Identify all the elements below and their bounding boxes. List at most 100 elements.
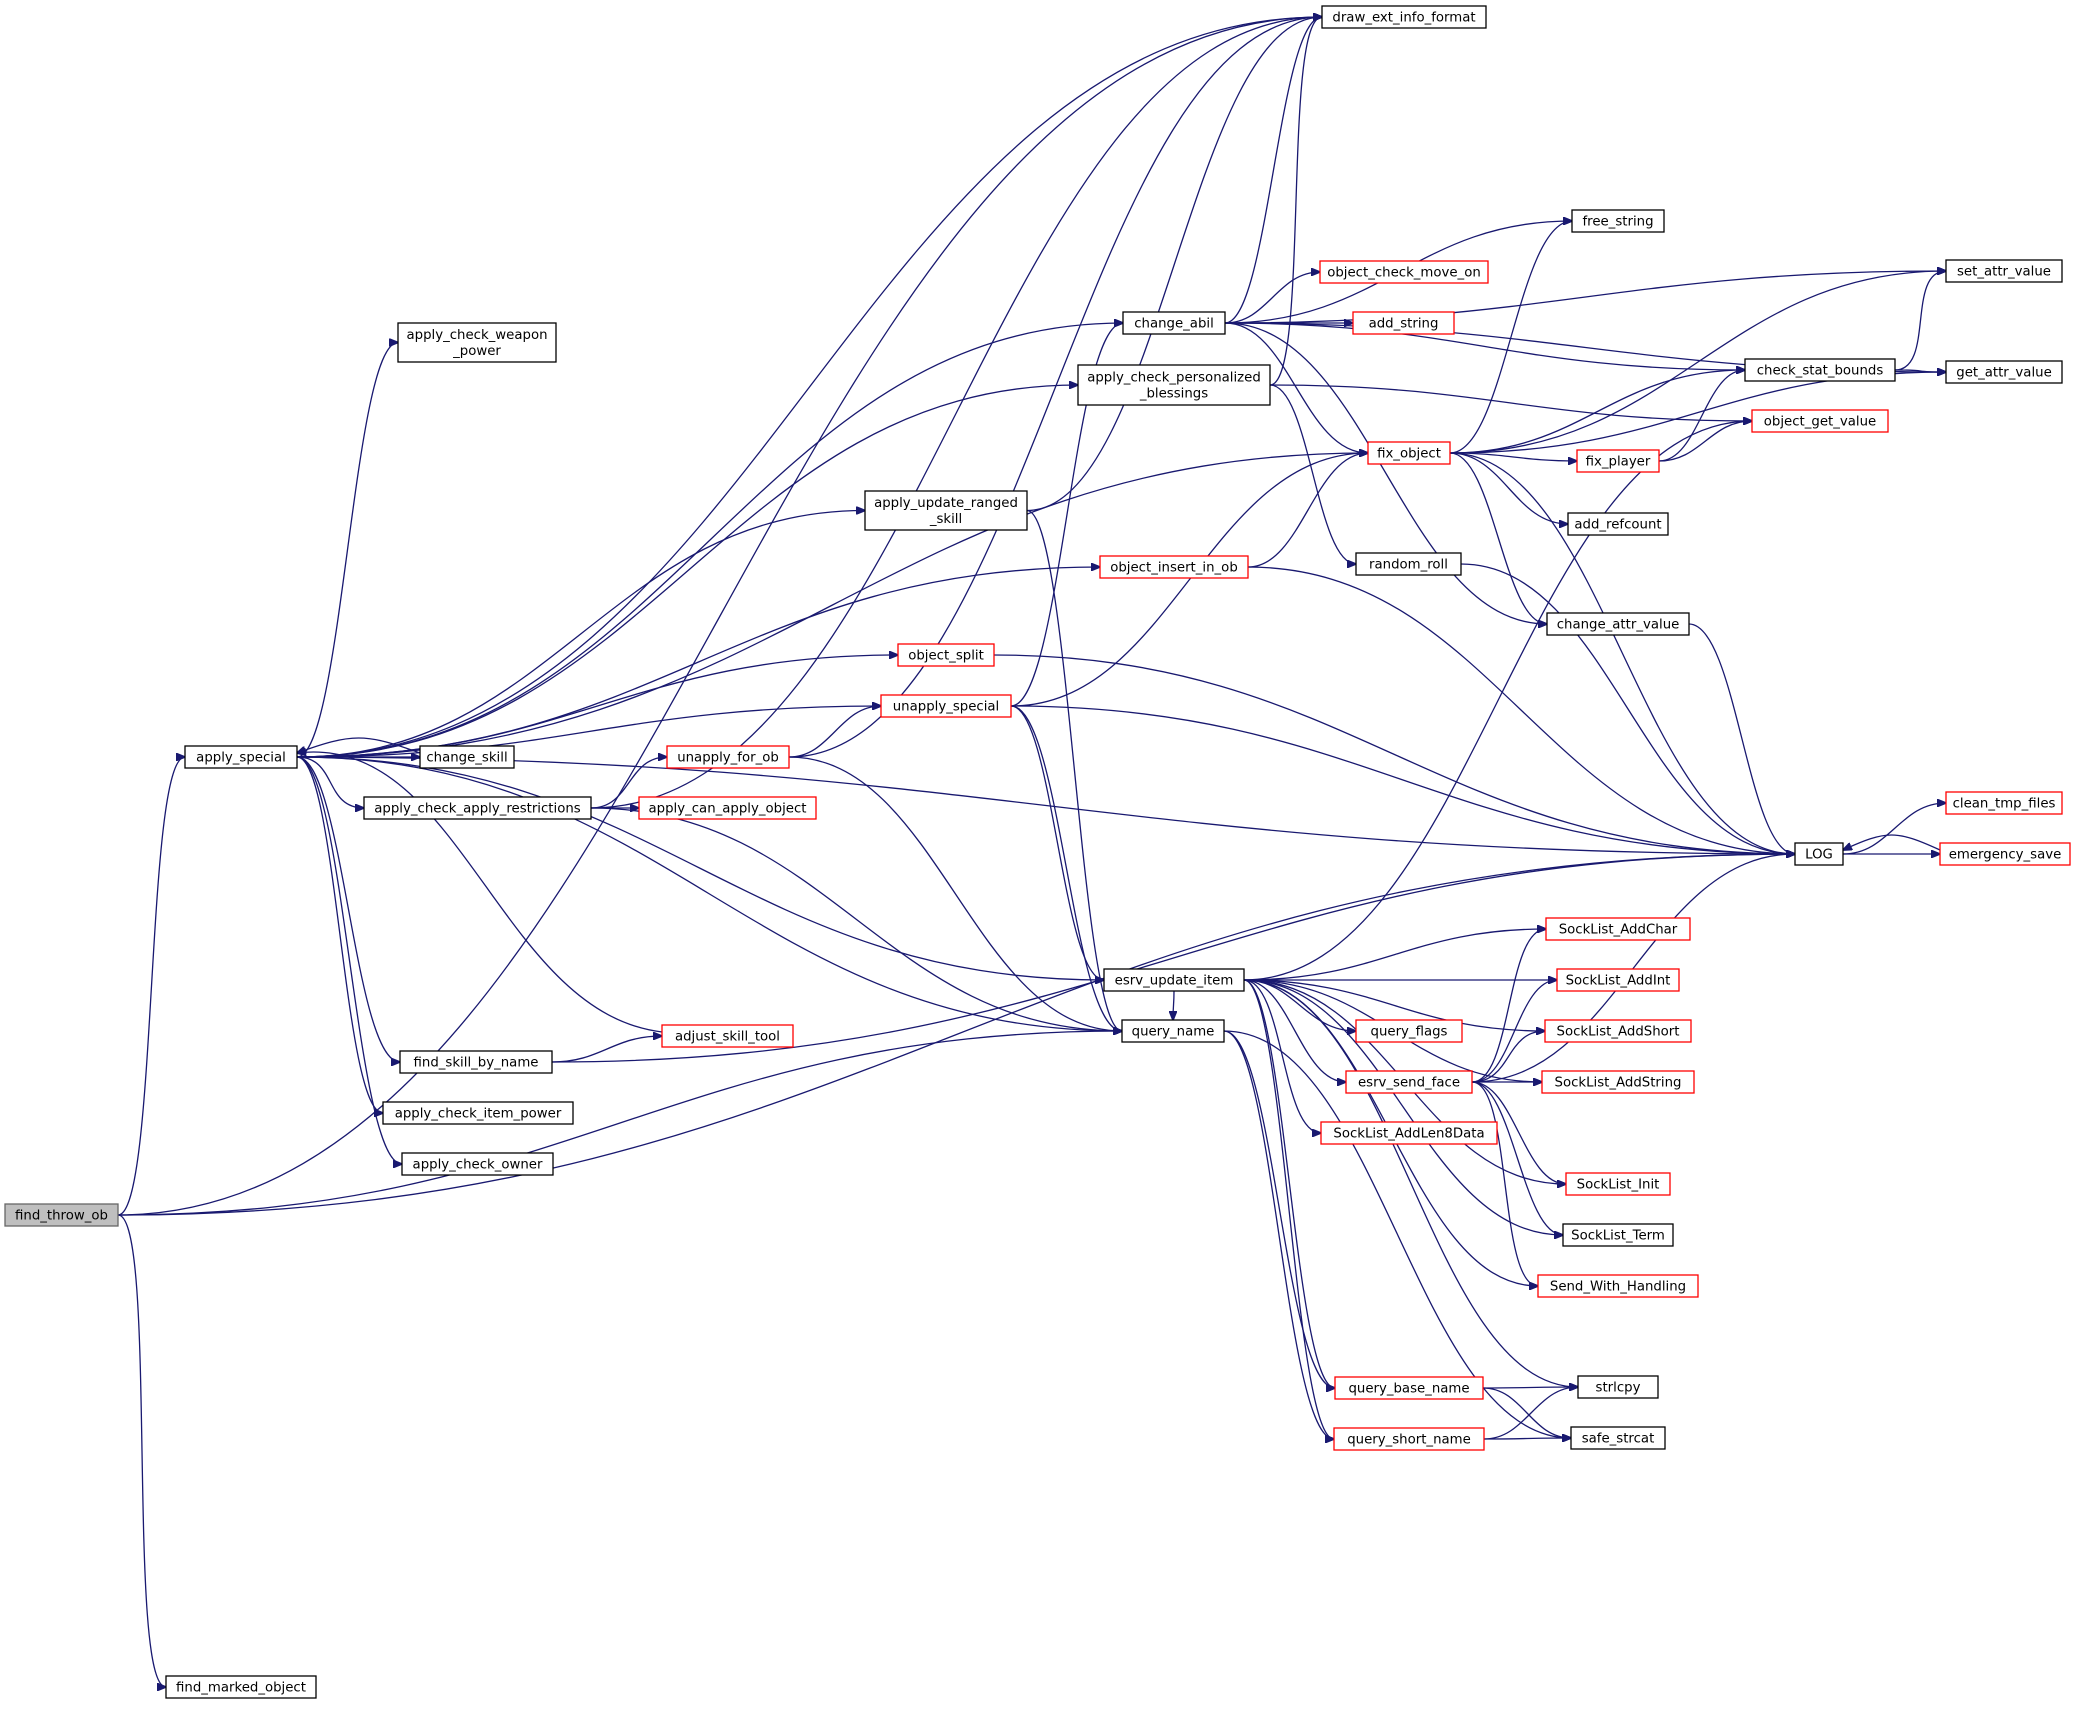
node-change_attr_value[interactable]: change_attr_value xyxy=(1546,612,1690,636)
edge-apply_check_apply_restrictions-to-draw_ext_info_format xyxy=(590,17,1322,809)
node-fix_object[interactable]: fix_object xyxy=(1367,441,1451,465)
edge-object_insert_in_ob-to-fix_object xyxy=(1247,453,1368,568)
edge-apply_special-to-apply_check_weapon_power xyxy=(296,343,398,758)
node-apply_check_apply_restrictions[interactable]: apply_check_apply_restrictions xyxy=(363,796,592,820)
node-box xyxy=(1355,552,1462,576)
node-apply_check_owner[interactable]: apply_check_owner xyxy=(401,1152,554,1176)
edge-unapply_special-to-esrv_update_item xyxy=(1010,705,1104,980)
node-apply_check_personalized_blessings[interactable]: apply_check_personalized_blessings xyxy=(1077,364,1271,406)
node-add_string[interactable]: add_string xyxy=(1352,311,1455,335)
node-label: object_check_move_on xyxy=(1327,266,1481,281)
node-query_base_name[interactable]: query_base_name xyxy=(1334,1376,1484,1400)
node-label: safe_strcat xyxy=(1582,1432,1655,1447)
node-box xyxy=(1546,612,1690,636)
node-query_name[interactable]: query_name xyxy=(1121,1019,1225,1043)
node-query_flags[interactable]: query_flags xyxy=(1355,1019,1463,1043)
edge-change_abil-to-object_check_move_on xyxy=(1224,272,1320,324)
node-change_abil[interactable]: change_abil xyxy=(1122,311,1226,335)
node-add_refcount[interactable]: add_refcount xyxy=(1567,512,1669,536)
edge-check_stat_bounds-to-set_attr_value xyxy=(1894,271,1946,371)
node-strlcpy[interactable]: strlcpy xyxy=(1577,1375,1659,1399)
node-esrv_update_item[interactable]: esrv_update_item xyxy=(1103,968,1245,992)
node-apply_check_weapon_power[interactable]: apply_check_weapon_power xyxy=(397,322,557,363)
node-random_roll[interactable]: random_roll xyxy=(1355,552,1462,576)
node-check_stat_bounds[interactable]: check_stat_bounds xyxy=(1744,358,1896,382)
edge-find_throw_ob-to-LOG xyxy=(117,854,1795,1216)
edge-esrv_update_item-to-SockList_Term xyxy=(1243,979,1563,1235)
node-esrv_send_face[interactable]: esrv_send_face xyxy=(1345,1070,1473,1094)
node-SockList_Init[interactable]: SockList_Init xyxy=(1565,1172,1671,1196)
edge-fix_object-to-free_string xyxy=(1449,221,1572,454)
node-label: apply_check_owner xyxy=(413,1158,543,1173)
node-find_marked_object[interactable]: find_marked_object xyxy=(165,1675,317,1699)
node-apply_special[interactable]: apply_special xyxy=(184,745,298,769)
node-box xyxy=(184,745,298,769)
edge-apply_special-to-apply_check_item_power xyxy=(296,756,383,1113)
edge-apply_check_personalized_blessings-to-random_roll xyxy=(1269,384,1356,564)
node-emergency_save[interactable]: emergency_save xyxy=(1939,842,2071,866)
node-box xyxy=(1103,968,1245,992)
nodes-layer: find_throw_ob apply_special find_marked_ob… xyxy=(4,5,2071,1699)
node-label: SockList_AddString xyxy=(1555,1076,1682,1091)
edge-fix_player-to-check_stat_bounds xyxy=(1658,370,1745,462)
node-get_attr_value[interactable]: get_attr_value xyxy=(1945,360,2063,384)
edge-change_attr_value-to-LOG xyxy=(1688,623,1795,854)
node-box xyxy=(1320,1121,1498,1145)
node-label: random_roll xyxy=(1369,558,1448,573)
node-label: apply_update_ranged xyxy=(874,496,1018,511)
node-box xyxy=(661,1024,794,1048)
edge-apply_check_personalized_blessings-to-draw_ext_info_format xyxy=(1269,17,1322,386)
node-box xyxy=(880,694,1012,718)
node-object_split[interactable]: object_split xyxy=(897,643,995,667)
node-Send_With_Handling[interactable]: Send_With_Handling xyxy=(1537,1274,1699,1298)
node-clean_tmp_files[interactable]: clean_tmp_files xyxy=(1945,791,2063,815)
edge-esrv_update_item-to-strlcpy xyxy=(1243,979,1578,1387)
node-LOG[interactable]: LOG xyxy=(1794,842,1844,866)
node-object_insert_in_ob[interactable]: object_insert_in_ob xyxy=(1099,555,1249,579)
node-set_attr_value[interactable]: set_attr_value xyxy=(1945,259,2063,283)
edge-apply_special-to-query_name xyxy=(296,756,1122,1031)
node-change_skill[interactable]: change_skill xyxy=(419,745,515,769)
node-box xyxy=(1571,209,1665,233)
node-label: _power xyxy=(452,344,501,359)
edge-apply_check_apply_restrictions-to-unapply_for_ob xyxy=(590,757,667,809)
node-box xyxy=(399,1050,553,1074)
node-SockList_AddShort[interactable]: SockList_AddShort xyxy=(1544,1019,1692,1043)
node-box xyxy=(864,490,1028,531)
node-find_skill_by_name[interactable]: find_skill_by_name xyxy=(399,1050,553,1074)
node-label: unapply_special xyxy=(893,700,1000,715)
node-apply_can_apply_object[interactable]: apply_can_apply_object xyxy=(638,796,817,820)
edge-esrv_update_item-to-SockList_AddChar xyxy=(1243,929,1546,981)
node-unapply_special[interactable]: unapply_special xyxy=(880,694,1012,718)
edge-change_abil-to-change_attr_value xyxy=(1224,322,1547,624)
node-label: free_string xyxy=(1582,215,1653,230)
edge-apply_special-to-apply_update_ranged_skill xyxy=(296,511,865,758)
node-SockList_Term[interactable]: SockList_Term xyxy=(1562,1223,1674,1247)
node-box xyxy=(1570,1426,1666,1450)
node-adjust_skill_tool[interactable]: adjust_skill_tool xyxy=(661,1024,794,1048)
node-object_check_move_on[interactable]: object_check_move_on xyxy=(1319,260,1489,284)
edge-query_name-to-query_base_name xyxy=(1223,1030,1335,1388)
node-label: strlcpy xyxy=(1596,1381,1641,1396)
node-label: adjust_skill_tool xyxy=(675,1030,780,1045)
node-box xyxy=(401,1152,554,1176)
node-apply_check_item_power[interactable]: apply_check_item_power xyxy=(382,1101,574,1125)
node-draw_ext_info_format[interactable]: draw_ext_info_format xyxy=(1321,5,1487,29)
node-SockList_AddChar[interactable]: SockList_AddChar xyxy=(1545,917,1691,941)
node-safe_strcat[interactable]: safe_strcat xyxy=(1570,1426,1666,1450)
node-query_short_name[interactable]: query_short_name xyxy=(1333,1427,1485,1451)
node-apply_update_ranged_skill[interactable]: apply_update_ranged_skill xyxy=(864,490,1028,531)
node-object_get_value[interactable]: object_get_value xyxy=(1751,409,1889,433)
node-SockList_AddLen8Data[interactable]: SockList_AddLen8Data xyxy=(1320,1121,1498,1145)
edge-esrv_send_face-to-LOG xyxy=(1471,854,1795,1083)
edge-LOG-to-clean_tmp_files xyxy=(1842,803,1946,855)
node-find_throw_ob[interactable]: find_throw_ob xyxy=(4,1203,119,1227)
node-SockList_AddString[interactable]: SockList_AddString xyxy=(1541,1070,1695,1094)
node-box xyxy=(897,643,995,667)
node-SockList_AddInt[interactable]: SockList_AddInt xyxy=(1556,968,1680,992)
node-label: Send_With_Handling xyxy=(1550,1280,1686,1295)
node-unapply_for_ob[interactable]: unapply_for_ob xyxy=(666,745,790,769)
node-free_string[interactable]: free_string xyxy=(1571,209,1665,233)
node-fix_player[interactable]: fix_player xyxy=(1576,449,1660,473)
